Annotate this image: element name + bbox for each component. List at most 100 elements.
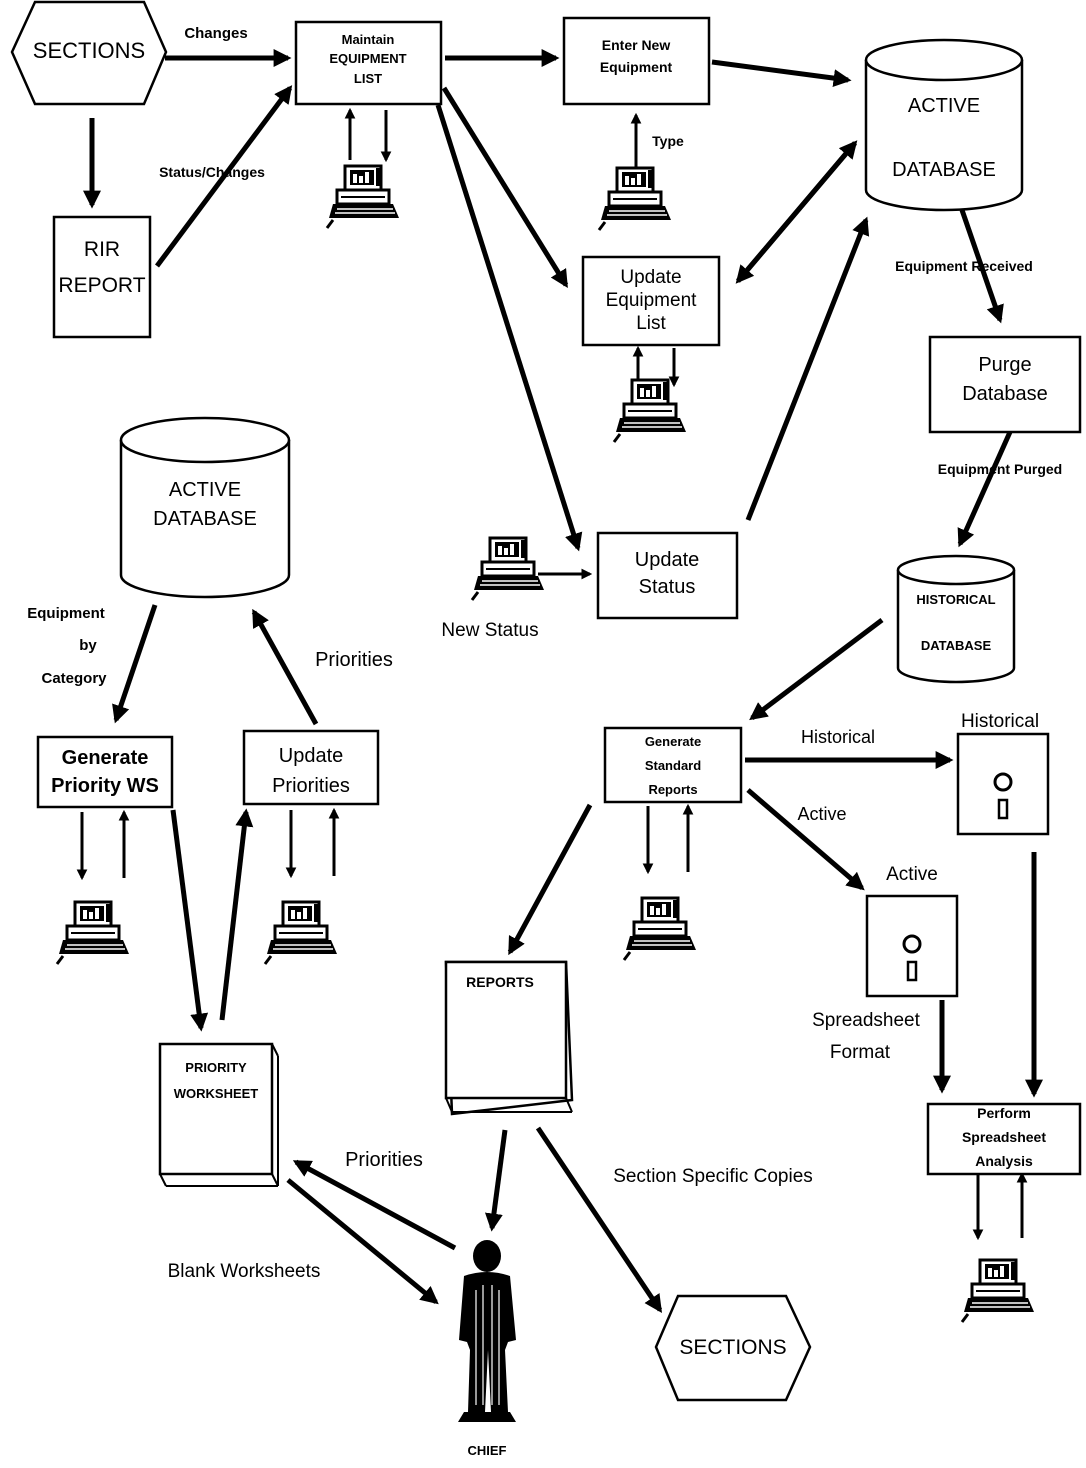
equipment-purged-label: Equipment Purged: [938, 461, 1062, 477]
arrow-reports-to-sections: [535, 1126, 663, 1313]
active-db-top-line-2: DATABASE: [892, 159, 996, 181]
maintain-line-2: EQUIPMENT: [329, 51, 406, 66]
standard-reports-line-3: Reports: [648, 782, 697, 797]
purge-database-box: Purge Database: [928, 335, 1082, 434]
analysis-line-1: Perform: [977, 1105, 1031, 1121]
update-priorities-box: Update Priorities: [242, 729, 380, 806]
blank-worksheets-label: Blank Worksheets: [168, 1261, 321, 1282]
arrow-db-to-generate-ws: [112, 604, 158, 724]
analysis-line-2: Spreadsheet: [962, 1129, 1046, 1145]
spreadsheet-format-line-2: Format: [830, 1042, 891, 1063]
active-database-left: ACTIVE DATABASE: [119, 416, 291, 599]
priorities-lower-label: Priorities: [345, 1149, 423, 1171]
historical-database: HISTORICAL DATABASE: [896, 554, 1016, 684]
equipment-received-label: Equipment Received: [895, 258, 1033, 274]
arrow-maintain-to-update-status: [435, 104, 583, 552]
active-db-left-line-2: DATABASE: [153, 508, 257, 530]
computer-icon-generate-ws: [55, 900, 131, 966]
arrow-historical-to-generate: [749, 618, 884, 721]
arrow-generate-to-reports: [507, 803, 593, 956]
priority-worksheet-line-1: PRIORITY: [185, 1060, 247, 1075]
computer-icon-maintain: [325, 164, 401, 230]
standard-reports-line-1: Generate: [645, 734, 701, 749]
arrow-db-to-update-list: [735, 141, 857, 284]
equipment-by-category-line-2: by: [79, 637, 97, 654]
computer-icon-enter: [597, 166, 673, 232]
computer-icon-update-priorities: [263, 900, 339, 966]
enter-new-equipment-box: Enter New Equipment: [562, 16, 711, 106]
historical-arrow-label: Historical: [801, 727, 875, 747]
historical-db-line-2: DATABASE: [921, 638, 992, 653]
generate-ws-line-1: Generate: [62, 747, 149, 769]
reports-document: REPORTS: [444, 960, 574, 1116]
analysis-line-3: Analysis: [975, 1153, 1033, 1169]
arrow-chief-to-worksheet: [292, 1159, 457, 1251]
maintain-equipment-list-box: Maintain EQUIPMENT LIST: [294, 20, 443, 106]
new-status-label: New Status: [441, 620, 538, 641]
sections-bottom: SECTIONS: [654, 1294, 812, 1402]
perform-spreadsheet-analysis-box: Perform Spreadsheet Analysis: [926, 1102, 1082, 1176]
update-status-line-1: Update: [635, 549, 700, 571]
update-status-box: Update Status: [596, 531, 739, 620]
arrow-status-to-db: [745, 216, 870, 521]
equipment-by-category-line-3: Category: [41, 670, 107, 687]
update-priorities-line-2: Priorities: [272, 775, 350, 797]
priority-worksheet-document: PRIORITY WORKSHEET: [158, 1042, 279, 1187]
flow-arrows: [76, 49, 1043, 1313]
equipment-by-category-line-1: Equipment: [27, 605, 105, 622]
active-disk-label: Active: [886, 864, 938, 885]
arrow-generate-ws-to-worksheet: [170, 809, 209, 1032]
purge-line-2: Database: [962, 383, 1048, 405]
rir-line-1: RIR: [84, 238, 120, 261]
maintain-line-3: LIST: [354, 71, 382, 86]
sections-bottom-label: SECTIONS: [679, 1336, 786, 1359]
sections-top-label: SECTIONS: [33, 38, 145, 63]
computer-icon-update-list: [612, 378, 688, 444]
rir-report-box: RIR REPORT: [52, 215, 152, 339]
purge-line-1: Purge: [978, 354, 1031, 376]
active-disk-icon: [865, 894, 959, 998]
update-list-line-3: List: [636, 313, 666, 334]
active-arrow-label: Active: [797, 804, 846, 824]
spreadsheet-format-line-1: Spreadsheet: [812, 1010, 920, 1031]
maintain-line-1: Maintain: [342, 32, 395, 47]
arrow-worksheet-to-update-priorities: [219, 808, 254, 1021]
rir-line-2: REPORT: [58, 274, 145, 297]
update-equipment-list-box: Update Equipment List: [581, 255, 721, 347]
priorities-upper-label: Priorities: [315, 649, 393, 671]
computer-icon-new-status: [470, 536, 546, 602]
arrow-purge-to-historical: [957, 430, 1013, 548]
generate-standard-reports-box: Generate Standard Reports: [603, 726, 743, 804]
arrow-generate-to-active-disk: [746, 788, 865, 891]
historical-db-line-1: HISTORICAL: [916, 592, 995, 607]
generate-priority-ws-box: Generate Priority WS: [36, 735, 174, 809]
update-status-line-2: Status: [639, 576, 696, 598]
sections-top: SECTIONS: [10, 0, 168, 106]
type-label: Type: [652, 133, 684, 149]
update-list-line-2: Equipment: [606, 290, 698, 311]
active-db-left-line-1: ACTIVE: [169, 479, 241, 501]
historical-disk-label: Historical: [961, 711, 1039, 732]
active-database-top: ACTIVE DATABASE: [864, 38, 1024, 212]
arrow-db-to-purge: [959, 209, 1004, 324]
arrow-reports-to-chief: [484, 1129, 508, 1232]
priority-worksheet-line-2: WORKSHEET: [174, 1086, 259, 1101]
enter-line-1: Enter New: [602, 37, 671, 53]
changes-label: Changes: [184, 25, 247, 42]
generate-ws-line-2: Priority WS: [51, 775, 159, 797]
chief-person-icon: [458, 1240, 516, 1422]
enter-line-2: Equipment: [600, 59, 673, 75]
active-db-top-line-1: ACTIVE: [908, 95, 980, 117]
arrow-rir-to-maintain: [154, 85, 293, 268]
arrow-enter-to-active-db: [711, 59, 852, 88]
computer-icon-analysis: [960, 1258, 1036, 1324]
section-specific-copies-label: Section Specific Copies: [613, 1166, 813, 1187]
update-priorities-line-1: Update: [279, 745, 344, 767]
reports-label: REPORTS: [466, 974, 534, 990]
status-changes-label: Status/Changes: [159, 164, 265, 180]
update-list-line-1: Update: [620, 267, 681, 288]
arrow-update-priorities-to-db: [251, 608, 319, 726]
computer-icon-standard-reports: [622, 896, 698, 962]
arrow-maintain-to-update-list: [441, 86, 569, 289]
